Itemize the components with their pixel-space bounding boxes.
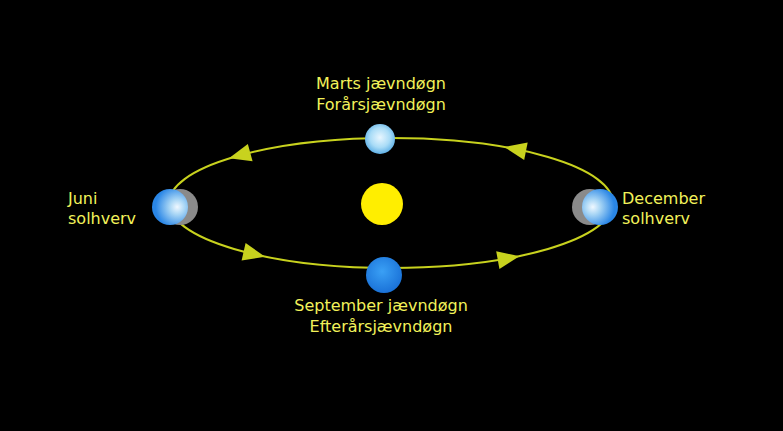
season-label: Marts jævndøgn — [316, 74, 446, 94]
earth-march — [365, 124, 395, 154]
orbit-arrowhead — [227, 144, 253, 167]
orbit-ellipse — [169, 138, 613, 268]
orbit-arrowhead — [503, 138, 528, 160]
earth-june — [152, 189, 198, 225]
sun — [361, 183, 403, 225]
earth-september — [366, 257, 402, 293]
season-label: Forårsjævndøgn — [316, 95, 446, 115]
orbit-arrows — [227, 138, 528, 269]
season-label: September jævndøgn — [294, 296, 468, 316]
orbit-arrowhead — [242, 243, 267, 265]
season-label: December solhverv — [622, 189, 705, 229]
orbit-arrowhead — [496, 247, 521, 269]
season-label: Efterårsjævndøgn — [310, 317, 453, 337]
season-label: Juni solhverv — [68, 189, 136, 229]
earth-december — [572, 189, 618, 225]
